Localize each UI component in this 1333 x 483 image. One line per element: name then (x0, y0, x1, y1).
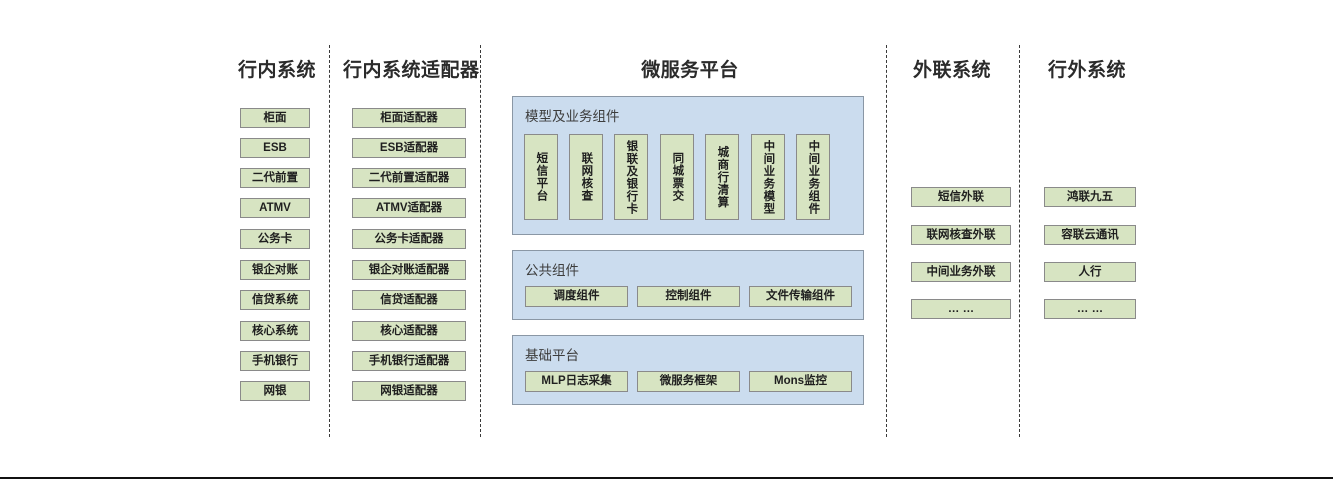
node-common-components-1[interactable]: 控制组件 (637, 286, 740, 307)
column-divider-4 (1019, 45, 1020, 437)
node-model-business-4[interactable]: 城商行清算 (705, 134, 739, 220)
column-title-external-link: 外联系统 (912, 60, 991, 81)
node-inbank-adapter-4[interactable]: 公务卡适配器 (352, 229, 466, 249)
group-common-components: 公共组件 (512, 250, 864, 320)
column-title-microservice: 微服务平台 (641, 60, 739, 81)
node-outbank-3[interactable]: … … (1044, 299, 1136, 319)
node-base-platform-1[interactable]: 微服务框架 (637, 371, 740, 392)
node-model-business-2[interactable]: 银联及银行卡 (614, 134, 648, 220)
node-common-components-2[interactable]: 文件传输组件 (749, 286, 852, 307)
node-model-business-0[interactable]: 短信平台 (524, 134, 558, 220)
node-inbank-adapter-5[interactable]: 银企对账适配器 (352, 260, 466, 280)
column-title-inbank-adapter: 行内系统适配器 (343, 60, 480, 81)
group-base-platform: 基础平台 (512, 335, 864, 405)
node-inbank-adapter-0[interactable]: 柜面适配器 (352, 108, 466, 128)
column-divider-2 (480, 45, 481, 437)
node-external-link-3[interactable]: … … (911, 299, 1011, 319)
node-outbank-1[interactable]: 容联云通讯 (1044, 225, 1136, 245)
column-title-outbank: 行外系统 (1047, 60, 1126, 81)
node-inbank-8[interactable]: 手机银行 (240, 351, 310, 371)
node-inbank-adapter-9[interactable]: 网银适配器 (352, 381, 466, 401)
node-model-business-6[interactable]: 中间业务组件 (796, 134, 830, 220)
node-inbank-5[interactable]: 银企对账 (240, 260, 310, 280)
node-inbank-0[interactable]: 柜面 (240, 108, 310, 128)
node-inbank-6[interactable]: 信贷系统 (240, 290, 310, 310)
node-inbank-adapter-8[interactable]: 手机银行适配器 (352, 351, 466, 371)
group-label-common-components: 公共组件 (525, 263, 579, 278)
node-inbank-adapter-3[interactable]: ATMV适配器 (352, 198, 466, 218)
node-inbank-adapter-2[interactable]: 二代前置适配器 (352, 168, 466, 188)
column-divider-3 (886, 45, 887, 437)
node-model-business-5[interactable]: 中间业务模型 (751, 134, 785, 220)
node-model-business-1[interactable]: 联网核查 (569, 134, 603, 220)
group-label-base-platform: 基础平台 (525, 348, 579, 363)
node-base-platform-2[interactable]: Mons监控 (749, 371, 852, 392)
node-inbank-4[interactable]: 公务卡 (240, 229, 310, 249)
node-inbank-2[interactable]: 二代前置 (240, 168, 310, 188)
node-inbank-1[interactable]: ESB (240, 138, 310, 158)
node-model-business-3[interactable]: 同城票交 (660, 134, 694, 220)
column-divider-1 (329, 45, 330, 437)
node-external-link-2[interactable]: 中间业务外联 (911, 262, 1011, 282)
node-outbank-2[interactable]: 人行 (1044, 262, 1136, 282)
node-inbank-adapter-7[interactable]: 核心适配器 (352, 321, 466, 341)
node-inbank-adapter-1[interactable]: ESB适配器 (352, 138, 466, 158)
node-inbank-9[interactable]: 网银 (240, 381, 310, 401)
node-inbank-adapter-6[interactable]: 信贷适配器 (352, 290, 466, 310)
node-external-link-0[interactable]: 短信外联 (911, 187, 1011, 207)
node-external-link-1[interactable]: 联网核查外联 (911, 225, 1011, 245)
group-label-model-business: 模型及业务组件 (525, 109, 620, 124)
node-inbank-3[interactable]: ATMV (240, 198, 310, 218)
node-common-components-0[interactable]: 调度组件 (525, 286, 628, 307)
node-inbank-7[interactable]: 核心系统 (240, 321, 310, 341)
column-title-inbank: 行内系统 (237, 60, 316, 81)
node-base-platform-0[interactable]: MLP日志采集 (525, 371, 628, 392)
bottom-divider (0, 477, 1333, 479)
node-outbank-0[interactable]: 鸿联九五 (1044, 187, 1136, 207)
